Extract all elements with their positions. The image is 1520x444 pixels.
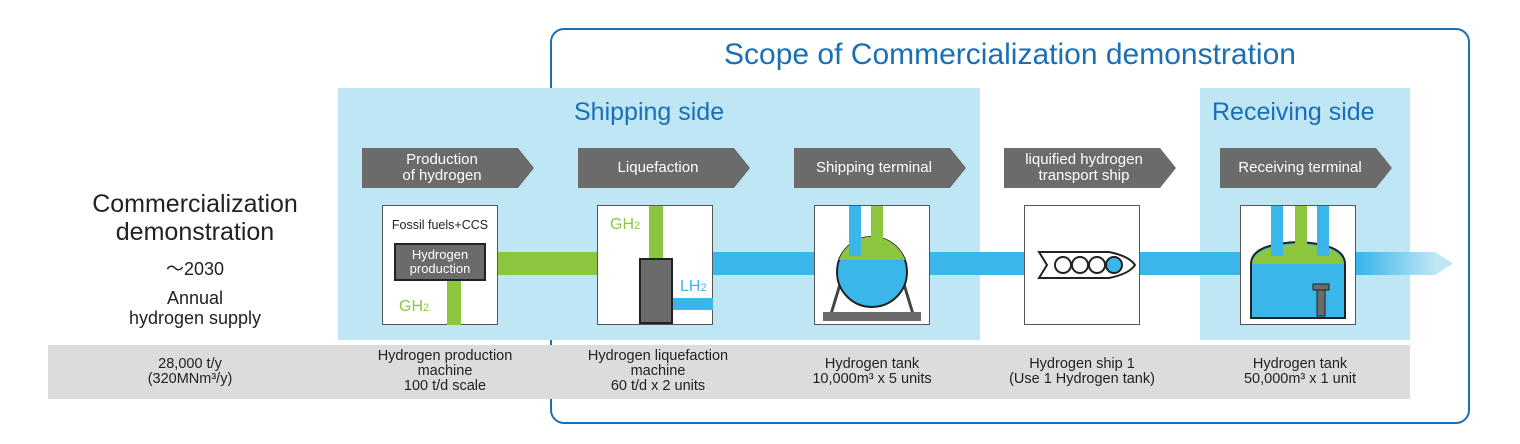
spec-line: machine [417,363,473,379]
liquefaction-gh2-label: GH2 [610,216,640,234]
spec-band [48,345,1410,399]
gh2-text: GH [399,298,423,315]
stage-receiving-terminal-line1: Receiving terminal [1238,159,1362,176]
stage-transport-ship-line1: liquified hydrogen [1025,151,1143,168]
spec-line: 50,000m³ x 1 unit [1243,371,1357,387]
production-gh2-pipe [447,281,461,325]
left-supply-line1: Annual [166,288,224,308]
stage-liquefaction-line1: Liquefaction [617,159,699,176]
gh2-pipe-segment [498,252,598,275]
stage-arrow-shape [578,148,750,188]
spec-line: 100 t/d scale [403,378,487,394]
hydrogen-production-line1: Hydrogen [411,247,469,262]
spec-receiving-tank: Hydrogen tank 50,000m³ x 1 unit [1200,357,1400,387]
annual-supply-value: 28,000 t/y (320MNm³/y) [110,357,270,387]
annual-supply-line2: (320MNm³/y) [147,371,233,387]
liquefaction-icon-box: GH2 LH2 [597,205,713,325]
stage-arrow-shape [1004,148,1176,188]
stage-receiving-terminal: Receiving terminal [1220,148,1392,188]
spherical-tank-icon [823,206,921,321]
receiving-side-label: Receiving side [1212,98,1375,126]
left-title-line2: demonstration [115,218,275,246]
spec-liquefaction: Hydrogen liquefaction machine 60 t/d x 2… [558,349,758,394]
stage-production-line1: Production [406,151,478,168]
spec-production: Hydrogen production machine 100 t/d scal… [345,349,545,394]
stage-arrow-shape [794,148,966,188]
spec-shipping-tank: Hydrogen tank 10,000m³ x 5 units [772,357,972,387]
hydrogen-production-box: Hydrogen production [394,243,486,281]
spec-line: (Use 1 Hydrogen tank) [1009,371,1155,387]
gh2-subscript: 2 [423,302,430,314]
stage-shipping-terminal-line1: Shipping terminal [816,159,932,176]
stage-shipping-terminal: Shipping terminal [794,148,966,188]
fossil-fuels-label: Fossil fuels+CCS [391,218,489,232]
gh2-text: GH [610,216,634,233]
shipping-terminal-icon-box [814,205,930,325]
lh2-subscript: 2 [700,282,707,294]
spec-line: Hydrogen liquefaction [587,348,729,364]
liquefaction-gh2-pipe [649,206,663,258]
stage-transport-ship-line2: transport ship [1038,167,1130,184]
storage-tank-icon [1250,206,1346,319]
scope-title: Scope of Commercialization demonstration [724,38,1296,71]
receiving-terminal-icon-box [1240,205,1356,325]
spec-line: 60 t/d x 2 units [610,378,706,394]
stage-arrow-shape [362,148,534,188]
liquefaction-lh2-label: LH2 [680,278,707,296]
shipping-side-label: Shipping side [574,98,725,126]
left-title-line1: Commercialization [92,190,298,218]
hydrogen-production-line2: production [409,261,471,276]
stage-arrow-shape [1220,148,1392,188]
production-gh2-label: GH2 [399,298,429,316]
lh2-pipe-fade [1360,252,1435,275]
flow-arrowhead [1435,252,1453,275]
liquefaction-lh2-pipe [673,298,713,310]
spec-line: Hydrogen tank [824,356,920,372]
spec-line: machine [630,363,686,379]
left-year: ～2030 [165,259,225,279]
liquefier-unit [639,258,673,324]
spec-line: Hydrogen tank [1252,356,1348,372]
spec-ship: Hydrogen ship 1 (Use 1 Hydrogen tank) [980,357,1184,387]
transport-ship-icon-box [1024,205,1140,325]
stage-liquefaction: Liquefaction [578,148,750,188]
spec-line: 10,000m³ x 5 units [812,371,932,387]
stage-production-line2: of hydrogen [402,167,482,184]
annual-supply-line1: 28,000 t/y [158,356,222,372]
gh2-subscript: 2 [634,220,641,232]
ship-icon [1037,251,1137,279]
left-supply-line2: hydrogen supply [128,308,262,328]
lh2-text: LH [680,278,701,295]
spec-line: Hydrogen production [377,348,513,364]
spec-line: Hydrogen ship 1 [1029,356,1135,372]
production-icon-box: Fossil fuels+CCS Hydrogen production GH2 [382,205,498,325]
